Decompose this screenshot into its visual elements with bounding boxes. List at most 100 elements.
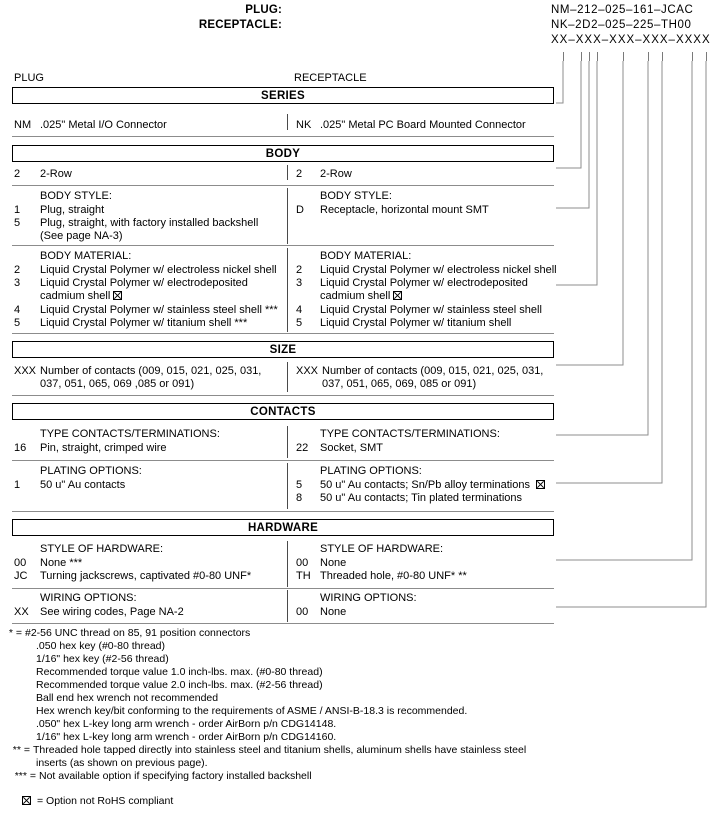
receptacle-part-number-row: RECEPTACLE: NK–2D2–025–225–TH00 bbox=[0, 19, 717, 34]
contacts-plating-left-code-0: 1 bbox=[14, 479, 21, 491]
section-header-body: BODY bbox=[12, 145, 554, 162]
size-right-line2: 037, 051, 065, 069, 085 or 091) bbox=[322, 378, 477, 390]
contacts-type-rule bbox=[12, 460, 554, 461]
size-right-code: XXX bbox=[296, 365, 319, 377]
hardware-wiring-rule bbox=[12, 623, 554, 624]
section-header-size: SIZE bbox=[12, 341, 554, 358]
body-material-right-text-2: cadmium shell bbox=[320, 290, 391, 302]
mask-tick-4 bbox=[597, 52, 598, 61]
body-style-right-text-0: Receptacle, horizontal mount SMT bbox=[320, 204, 489, 216]
rohs-not-compliant-icon bbox=[22, 796, 31, 805]
series-right-code: NK bbox=[296, 119, 312, 131]
body-material-right-text-1: Liquid Crystal Polymer w/ electrodeposit… bbox=[320, 277, 528, 289]
hardware-style-divider bbox=[287, 541, 289, 587]
section-header-contacts: CONTACTS bbox=[12, 403, 554, 420]
footnote-single-line-5: Ball end hex wrench not recommended bbox=[36, 692, 219, 704]
mask-tick-9 bbox=[706, 52, 707, 61]
mask-tick-6 bbox=[648, 52, 649, 61]
hardware-style-left-code-0: 00 bbox=[14, 557, 27, 569]
contacts-plating-right-row-0: 50 u" Au contacts; Sn/Pb alloy terminati… bbox=[320, 479, 545, 492]
body-material-right-text-4: Liquid Crystal Polymer w/ titanium shell bbox=[320, 317, 512, 329]
hardware-style-left-code-1: JC bbox=[14, 570, 28, 582]
footnote-single-line-6: Hex wrench key/bit conforming to the req… bbox=[36, 705, 468, 717]
column-caption-plug: PLUG bbox=[14, 72, 44, 84]
body-style-left-text-0: Plug, straight bbox=[40, 204, 105, 216]
body-style-left-text-1: Plug, straight, with factory installed b… bbox=[40, 217, 259, 229]
body-style-left-code-0: 1 bbox=[14, 204, 21, 216]
contacts-plating-heading-left: PLATING OPTIONS: bbox=[40, 465, 142, 477]
hardware-style-right-text-1: Threaded hole, #0-80 UNF* ** bbox=[320, 570, 467, 582]
contacts-plating-left-text-0: 50 u" Au contacts bbox=[40, 479, 126, 491]
hardware-style-right-code-0: 00 bbox=[296, 557, 309, 569]
receptacle-part-number-label: RECEPTACLE: bbox=[198, 19, 282, 31]
body-material-left-code-4: 5 bbox=[14, 317, 21, 329]
body-material-right-code-1: 3 bbox=[296, 277, 303, 289]
column-caption-receptacle: RECEPTACLE bbox=[294, 72, 367, 84]
body-material-divider bbox=[287, 248, 289, 332]
contacts-type-heading-left: TYPE CONTACTS/TERMINATIONS: bbox=[40, 428, 220, 440]
body-row-rule bbox=[12, 185, 554, 186]
body-style-heading-left: BODY STYLE: bbox=[40, 190, 112, 202]
contacts-plating-divider bbox=[287, 463, 289, 509]
footnote-single-line-4: Recommended torque value 2.0 inch-lbs. m… bbox=[36, 679, 323, 691]
body-style-rule bbox=[12, 245, 554, 246]
contacts-type-heading-right: TYPE CONTACTS/TERMINATIONS: bbox=[320, 428, 500, 440]
footnote-single-line-8: 1/16" hex L-key long arm wrench - order … bbox=[36, 731, 337, 743]
contacts-plating-heading-right: PLATING OPTIONS: bbox=[320, 465, 422, 477]
footnote-double-mark: ** = bbox=[12, 744, 30, 756]
body-material-left-text-3: Liquid Crystal Polymer w/ stainless stee… bbox=[40, 304, 278, 316]
body-material-right-row-2: cadmium shell bbox=[320, 290, 403, 303]
section-header-hardware: HARDWARE bbox=[12, 519, 554, 536]
contacts-plating-right-code-0: 5 bbox=[296, 479, 303, 491]
part-number-mask-row: XX–XXX–XXX–XXX–XXXX bbox=[0, 34, 717, 49]
hardware-wiring-heading-right: WIRING OPTIONS: bbox=[320, 592, 417, 604]
body-row-left-text: 2-Row bbox=[40, 168, 72, 180]
contacts-type-right-text-0: Socket, SMT bbox=[320, 442, 383, 454]
hardware-style-right-text-0: None bbox=[320, 557, 347, 569]
rohs-not-compliant-icon bbox=[113, 291, 123, 300]
body-material-left-code-0: 2 bbox=[14, 264, 21, 276]
series-bottom-rule bbox=[12, 136, 554, 137]
footnote-single-line-0: #2-56 UNC thread on 85, 91 position conn… bbox=[25, 627, 251, 639]
footnote-single-line-2: 1/16" hex key (#2-56 thread) bbox=[36, 653, 169, 665]
size-right-line1: Number of contacts (009, 015, 021, 025, … bbox=[322, 365, 544, 377]
footnote-single-line-3: Recommended torque value 1.0 inch-lbs. m… bbox=[36, 666, 323, 678]
hardware-style-rule bbox=[12, 588, 554, 589]
receptacle-part-number-value: NK–2D2–025–225–TH00 bbox=[551, 19, 692, 31]
footnote-double-line-1: inserts (as shown on previous page). bbox=[36, 757, 208, 769]
rohs-legend-text: = Option not RoHS compliant bbox=[37, 795, 174, 807]
body-material-heading-left: BODY MATERIAL: bbox=[40, 250, 132, 262]
footnote-single-line-7: .050" hex L-key long arm wrench - order … bbox=[36, 718, 337, 730]
size-left-line1: Number of contacts (009, 015, 021, 025, … bbox=[40, 365, 262, 377]
body-style-left-code-1: 5 bbox=[14, 217, 21, 229]
body-material-left-code-3: 4 bbox=[14, 304, 21, 316]
body-row-divider bbox=[287, 165, 289, 180]
footnote-single-line-1: .050 hex key (#0-80 thread) bbox=[36, 640, 165, 652]
mask-tick-5 bbox=[623, 52, 624, 61]
body-material-right-text-0: Liquid Crystal Polymer w/ electroless ni… bbox=[320, 264, 557, 276]
body-material-right-code-4: 5 bbox=[296, 317, 303, 329]
body-material-left-text-4: Liquid Crystal Polymer w/ titanium shell… bbox=[40, 317, 248, 329]
footnote-double-line-0: Threaded hole tapped directly into stain… bbox=[33, 744, 527, 756]
rohs-not-compliant-icon bbox=[535, 480, 545, 489]
contacts-plating-right-code-1: 8 bbox=[296, 492, 303, 504]
mask-tick-3 bbox=[589, 52, 590, 61]
body-material-heading-right: BODY MATERIAL: bbox=[320, 250, 412, 262]
hardware-style-heading-right: STYLE OF HARDWARE: bbox=[320, 543, 444, 555]
body-material-rule bbox=[12, 333, 554, 334]
rohs-not-compliant-icon bbox=[393, 291, 403, 300]
mask-tick-2 bbox=[581, 52, 582, 61]
contacts-type-divider bbox=[287, 426, 289, 458]
hardware-style-heading-left: STYLE OF HARDWARE: bbox=[40, 543, 164, 555]
hardware-style-left-text-0: None *** bbox=[40, 557, 83, 569]
body-style-left-text-2: (See page NA-3) bbox=[40, 230, 123, 242]
hardware-wiring-right-code-0: 00 bbox=[296, 606, 309, 618]
contacts-plating-right-text-1: 50 u" Au contacts; Tin plated terminatio… bbox=[320, 492, 523, 504]
plug-part-number-label: PLUG: bbox=[245, 4, 282, 16]
body-material-left-text-2: cadmium shell bbox=[40, 290, 111, 302]
series-left-code: NM bbox=[14, 119, 32, 131]
body-style-divider bbox=[287, 188, 289, 244]
contacts-plating-right-text-0: 50 u" Au contacts; Sn/Pb alloy terminati… bbox=[320, 479, 530, 491]
hardware-style-left-text-1: Turning jackscrews, captivated #0-80 UNF… bbox=[40, 570, 252, 582]
hardware-wiring-right-text-0: None bbox=[320, 606, 347, 618]
